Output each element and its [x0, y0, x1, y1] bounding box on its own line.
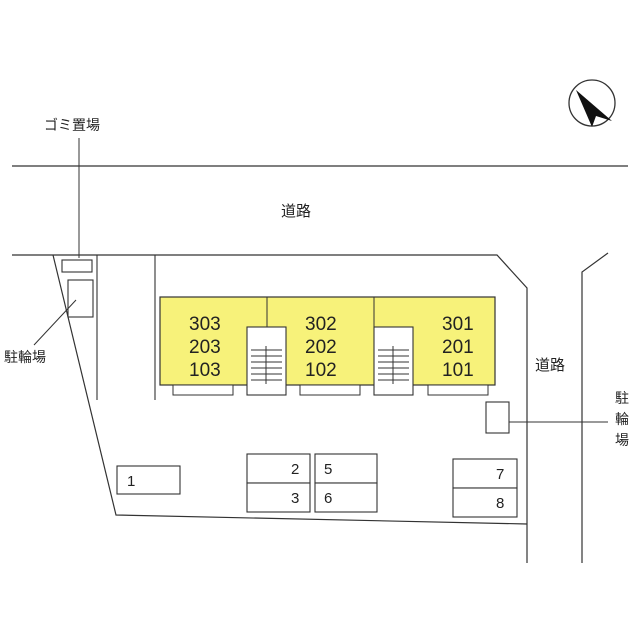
bike-left-leader	[33, 299, 77, 346]
parking-number: 3	[291, 490, 299, 507]
road-right-label: 道路	[535, 356, 565, 374]
parking-number: 2	[291, 461, 299, 478]
unit-number: 101	[442, 360, 474, 381]
balcony	[172, 384, 234, 396]
parking-space	[246, 453, 311, 484]
parking-space	[314, 453, 378, 484]
balcony	[427, 384, 489, 396]
parking-number: 8	[496, 495, 504, 512]
balcony	[299, 384, 361, 396]
unit-number: 301	[442, 314, 474, 335]
bike-parking-right-label-1: 駐	[615, 391, 629, 407]
apartment-building	[159, 296, 496, 386]
unit-number: 202	[305, 337, 337, 358]
parking-space	[246, 482, 311, 513]
parking-space	[314, 482, 378, 513]
bike-parking-left-label: 駐輪場	[4, 349, 46, 366]
road-right-edge	[581, 252, 609, 563]
unit-number: 303	[189, 314, 221, 335]
road-top-label: 道路	[281, 202, 311, 220]
stairwell	[373, 326, 414, 396]
garbage-area-label: ゴミ置場	[44, 117, 100, 134]
unit-number: 102	[305, 360, 337, 381]
bike-parking-right-label-2: 輪	[615, 411, 629, 428]
parking-number: 1	[127, 473, 135, 490]
site-boundary-left	[52, 254, 528, 525]
unit-number: 302	[305, 314, 337, 335]
unit-number: 203	[189, 337, 221, 358]
parking-number: 7	[496, 466, 504, 483]
parking-space	[452, 458, 518, 489]
parking-space	[452, 487, 518, 518]
unit-number: 201	[442, 337, 474, 358]
stairwell	[246, 326, 287, 396]
bike-parking-left	[67, 279, 94, 318]
north-arrow-icon	[568, 79, 616, 127]
bike-parking-right	[485, 401, 510, 434]
unit-number: 103	[189, 360, 221, 381]
parking-number: 6	[324, 490, 332, 507]
site-boundary	[12, 254, 528, 563]
parking-space	[116, 465, 181, 495]
bike-parking-right-label-3: 場	[615, 433, 629, 449]
parking-number: 5	[324, 461, 332, 478]
garbage-area	[61, 259, 93, 273]
